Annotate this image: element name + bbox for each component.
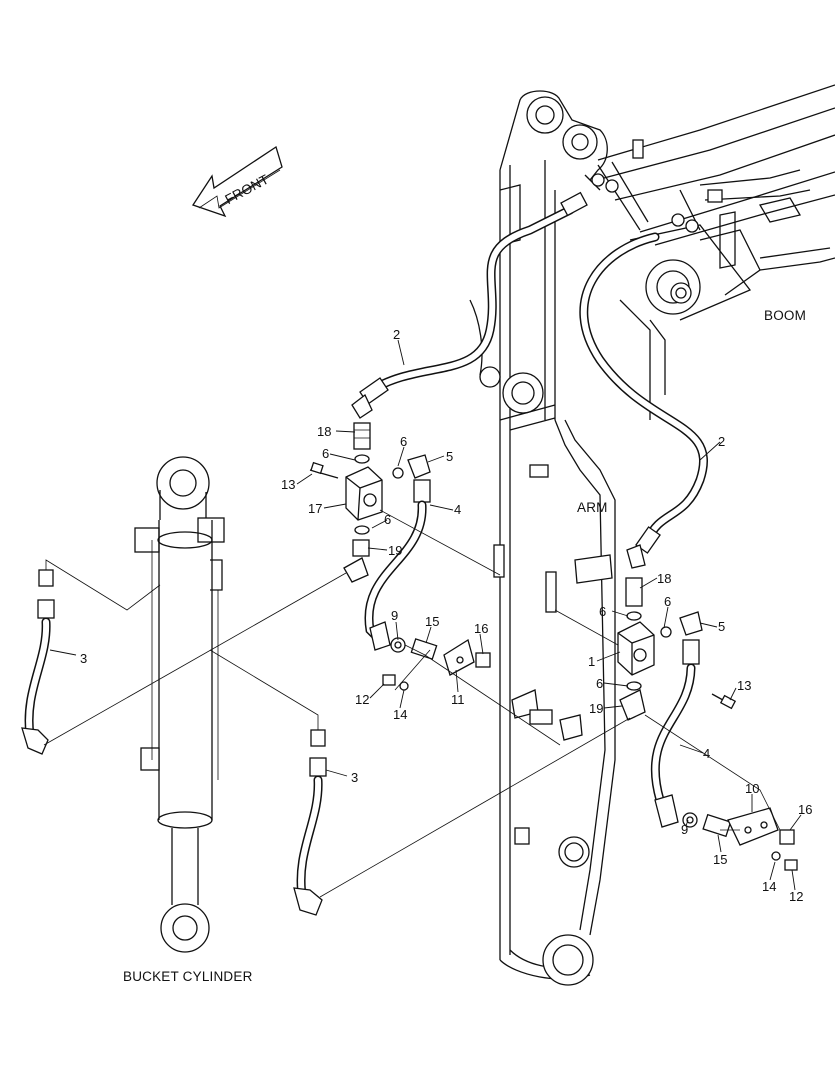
callout-6-right-side: 6 [664,594,671,609]
hose-3-right [293,729,327,916]
callout-12-right: 12 [789,889,803,904]
arm-label: ARM [577,500,608,515]
boom-label: BOOM [764,308,806,323]
callout-18-left: 18 [317,424,331,439]
callouts: 2 18 6 6 5 13 17 6 4 19 2 18 6 6 5 1 13 … [80,327,812,904]
hose-4-right [650,639,700,828]
callout-3-right: 3 [351,770,358,785]
callout-17: 17 [308,501,322,516]
callout-19-left: 19 [388,543,402,558]
callout-5-left: 5 [446,449,453,464]
hose-3-left [21,569,55,755]
callout-12-left: 12 [355,692,369,707]
callout-6-left-bottom: 6 [384,512,391,527]
callout-10: 10 [745,781,759,796]
block-1-assembly [617,577,737,721]
callout-5-right: 5 [718,619,725,634]
callout-2-right: 2 [718,434,725,449]
hose-2-left [351,191,588,419]
bucket-cylinder [134,456,225,953]
left-fitting-group [382,637,491,691]
callout-14-right: 14 [762,879,776,894]
callout-15-left: 15 [425,614,439,629]
callout-15-right: 15 [713,852,727,867]
hose-4-left [364,479,431,651]
callout-16-right: 16 [798,802,812,817]
callout-6-left-side: 6 [400,434,407,449]
callout-14-left: 14 [393,707,407,722]
hose-2-right [579,232,708,569]
callout-13-right: 13 [737,678,751,693]
front-arrow: FRONT [191,145,283,218]
callout-6-right-top: 6 [599,604,606,619]
right-fitting-group [682,807,798,871]
leader-lines [49,339,802,891]
callout-19-right: 19 [589,701,603,716]
callout-2-left: 2 [393,327,400,342]
callout-16-left: 16 [474,621,488,636]
callout-6-right-bottom: 6 [596,676,603,691]
callout-11: 11 [451,692,465,707]
callout-13-left: 13 [281,477,295,492]
assembly-lines [43,509,781,898]
callout-1: 1 [588,654,595,669]
callout-9-right: 9 [681,822,688,837]
callout-9-left: 9 [391,608,398,623]
callout-4-right: 4 [703,746,710,761]
callout-3-left: 3 [80,651,87,666]
bucket-cylinder-label: BUCKET CYLINDER [123,969,253,984]
callout-6-left-top: 6 [322,446,329,461]
arm-structure [469,90,616,986]
callout-18-right: 18 [657,571,671,586]
callout-4-left: 4 [454,502,461,517]
boom-structure [584,84,835,420]
block-17-assembly [309,422,431,583]
